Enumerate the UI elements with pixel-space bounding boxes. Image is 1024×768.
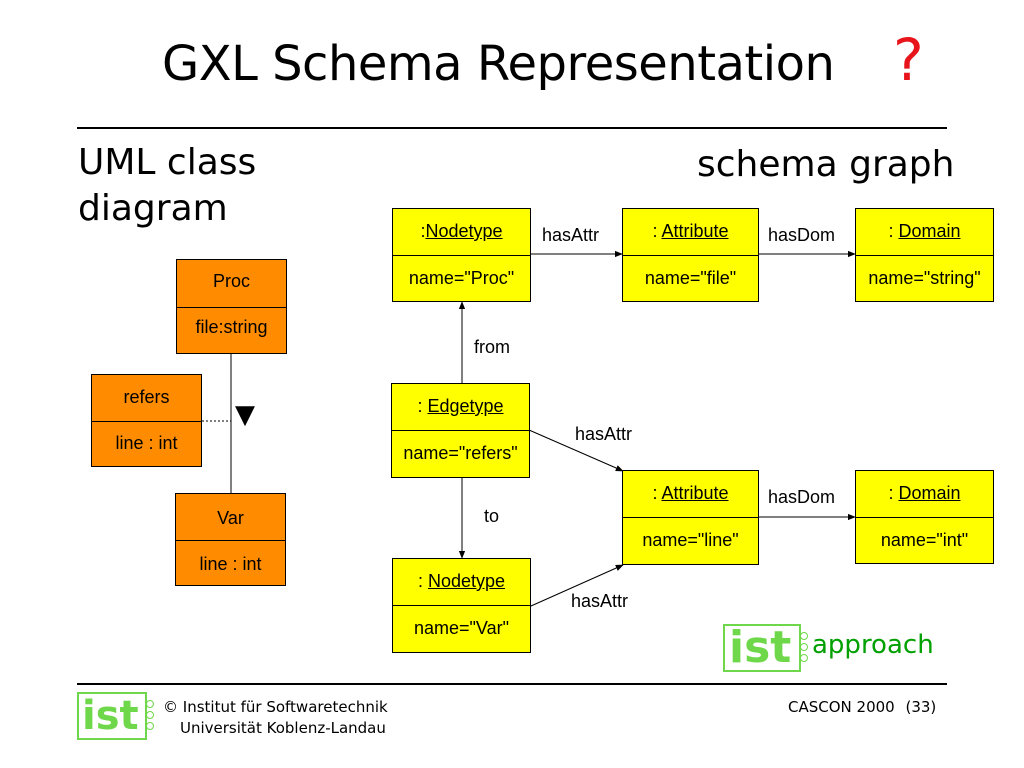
ist-logo-text: ist: [729, 622, 792, 673]
association-direction-arrow-icon: ▼: [235, 400, 255, 430]
uml-class-diagram-heading: UML class diagram: [78, 140, 256, 232]
node-title: :Nodetype: [393, 221, 530, 242]
edge-label-hasattr-refers-line: hasAttr: [575, 424, 633, 444]
top-divider: [77, 127, 947, 129]
node-value: name="line": [642, 530, 739, 550]
node-value: name="refers": [403, 443, 518, 463]
uml-class-attribute: file:string: [195, 317, 268, 337]
node-title: : Domain: [856, 221, 993, 242]
node-prefix: :: [652, 221, 662, 241]
node-prefix: :: [888, 483, 899, 503]
node-type: Nodetype: [427, 571, 506, 591]
node-prefix: :: [652, 483, 662, 503]
uml-class-name: Proc: [212, 271, 250, 291]
node-divider: [623, 255, 758, 256]
node-title: : Domain: [856, 483, 993, 504]
node-domain-string: : Domain name="string": [855, 208, 994, 302]
edge-label-to: to: [484, 506, 500, 526]
node-type: Domain: [898, 483, 961, 503]
ist-logo-dots-icon: [800, 632, 808, 665]
uml-class-proc: Proc file:string: [176, 259, 287, 354]
node-value: name="file": [644, 268, 737, 288]
node-type: Nodetype: [425, 221, 503, 241]
node-divider: [856, 517, 993, 518]
question-mark: ?: [893, 26, 924, 94]
uml-class-divider: [92, 421, 201, 422]
edge-label-hasattr-proc-file: hasAttr: [542, 225, 600, 245]
edge-hasattr-var-line: [530, 564, 624, 607]
node-type: Domain: [898, 221, 961, 241]
node-prefix: :: [888, 221, 899, 241]
edge-hasattr-refers-line: [528, 429, 624, 472]
node-nodetype-var: : Nodetype name="Var": [392, 558, 531, 653]
ist-approach-logo: ist: [723, 622, 808, 673]
node-title: : Nodetype: [393, 571, 530, 592]
node-attribute-file: : Attribute name="file": [622, 208, 759, 302]
uml-class-refers: refers line : int: [91, 374, 202, 467]
node-edgetype-refers: : Edgetype name="refers": [391, 383, 530, 478]
slide-title: GXL Schema Representation: [162, 36, 835, 92]
page-number: (33): [905, 698, 937, 716]
node-attribute-line: : Attribute name="line": [622, 470, 759, 565]
node-value: name="Var": [414, 618, 509, 638]
edge-label-hasattr-var-line: hasAttr: [571, 591, 629, 611]
bottom-divider: [77, 683, 947, 685]
uml-heading-line-1: UML class: [78, 142, 257, 183]
node-divider: [392, 430, 529, 431]
uml-class-divider: [176, 540, 285, 541]
node-title: : Attribute: [623, 221, 758, 242]
node-title: : Attribute: [623, 483, 758, 504]
approach-label: approach: [812, 630, 934, 660]
node-value: name="string": [868, 268, 981, 288]
node-value: name="Proc": [408, 268, 515, 288]
footer-conference: CASCON 2000 (33): [788, 697, 936, 718]
uml-class-attribute: line : int: [115, 433, 178, 453]
node-title: : Edgetype: [392, 396, 529, 417]
node-divider: [623, 517, 758, 518]
ist-footer-logo: ist: [77, 692, 154, 740]
node-prefix: :: [417, 396, 428, 416]
node-nodetype-proc: :Nodetype name="Proc": [392, 208, 531, 302]
node-type: Attribute: [661, 483, 729, 503]
uml-class-divider: [177, 307, 286, 308]
institute-name: Institut für Softwaretechnik: [182, 698, 388, 716]
schema-graph-heading: schema graph: [697, 144, 955, 185]
node-domain-int: : Domain name="int": [855, 470, 994, 564]
footer-university: Universität Koblenz-Landau: [180, 719, 386, 737]
node-value: name="int": [880, 530, 969, 550]
conference-name: CASCON 2000: [788, 698, 895, 716]
ist-logo-text: ist: [82, 693, 139, 739]
uml-class-attribute: line : int: [199, 554, 262, 574]
node-type: Edgetype: [427, 396, 504, 416]
node-divider: [393, 255, 530, 256]
ist-logo-dots-icon: [146, 700, 154, 733]
edge-label-from: from: [474, 337, 510, 357]
node-prefix: :: [417, 571, 428, 591]
uml-heading-line-2: diagram: [78, 188, 228, 229]
node-divider: [393, 605, 530, 606]
uml-class-name: Var: [217, 508, 244, 528]
node-divider: [856, 255, 993, 256]
edge-label-hasdom-line-int: hasDom: [768, 487, 836, 507]
node-type: Attribute: [661, 221, 729, 241]
uml-class-var: Var line : int: [175, 493, 286, 586]
edge-label-hasdom-file-string: hasDom: [768, 225, 836, 245]
copyright-symbol: ©: [163, 698, 178, 716]
footer-institute: © Institut für Softwaretechnik: [163, 697, 388, 718]
uml-class-name: refers: [123, 387, 170, 407]
node-prefix: :: [420, 221, 426, 241]
